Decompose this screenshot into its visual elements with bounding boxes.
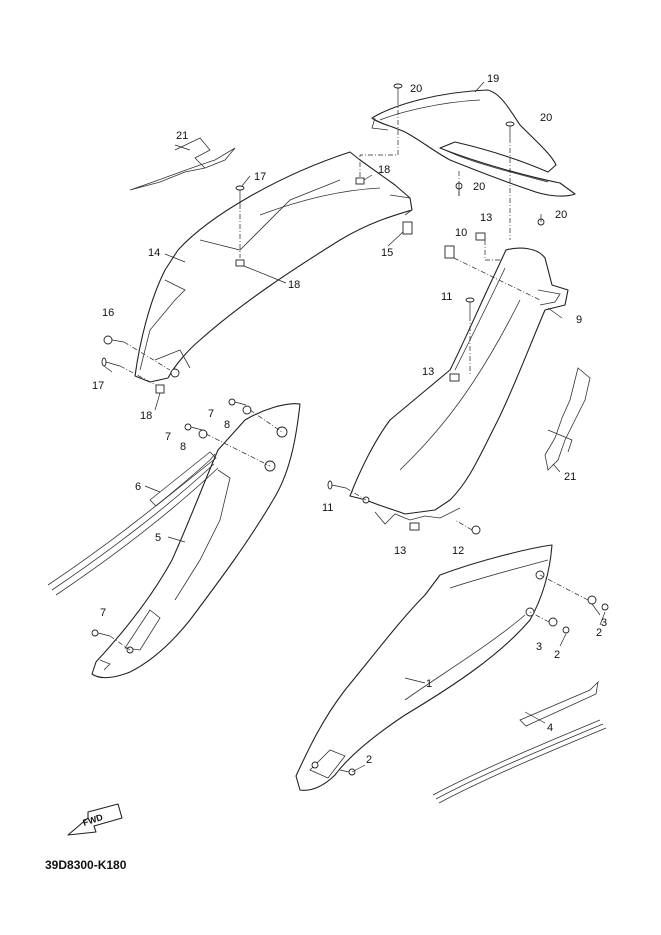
callout-17: 17: [92, 380, 104, 392]
screw-20-b-icon: [505, 121, 515, 138]
callout-18: 18: [288, 279, 300, 291]
part-14-left-side-cover[interactable]: [134, 151, 413, 383]
callout-4: 4: [547, 722, 553, 734]
clip-13-a-icon: [475, 232, 486, 241]
callout-6: 6: [135, 481, 141, 493]
clip-13-c-icon: [409, 522, 420, 531]
callout-17: 17: [254, 171, 266, 183]
part-4-stripe-decal[interactable]: [432, 680, 607, 804]
assembly-lines: [109, 100, 589, 651]
callout-3: 3: [536, 641, 542, 653]
callout-7: 7: [208, 408, 214, 420]
callout-12: 12: [452, 545, 464, 557]
part-5-left-lower-cover[interactable]: [91, 403, 301, 679]
callout-20: 20: [555, 209, 567, 221]
bolt-2-a-icon: [601, 603, 609, 611]
callout-2: 2: [596, 627, 602, 639]
nut-18-a-icon: [355, 177, 365, 185]
nut-18-c-icon: [155, 384, 165, 394]
bolt-16-icon: [103, 335, 125, 345]
bolt-7-a-icon: [228, 398, 247, 406]
washer-3-a-icon: [587, 595, 597, 605]
callout-11: 11: [441, 291, 452, 303]
callout-11: 11: [322, 502, 333, 514]
callout-13: 13: [480, 212, 492, 224]
callout-13: 13: [394, 545, 406, 557]
washer-3-b-icon: [548, 617, 558, 627]
block-10-icon: [444, 245, 455, 259]
callout-8: 8: [224, 419, 230, 431]
screw-20-d-icon: [537, 214, 545, 226]
callout-9: 9: [576, 314, 582, 326]
washer-8-b-icon: [198, 429, 208, 439]
callout-8: 8: [180, 441, 186, 453]
callout-7: 7: [100, 607, 106, 619]
part-9-right-side-cover[interactable]: [349, 247, 569, 525]
callout-labels: 1 2 2 2 3 3 4 5 6 7 7 7 8 8 9 10 11 11 1…: [92, 73, 607, 766]
callout-21: 21: [176, 130, 188, 142]
callout-5: 5: [155, 532, 161, 544]
block-15-icon: [402, 221, 413, 235]
screw-17-a-icon: [235, 185, 245, 204]
part-21-decal-right[interactable]: [544, 367, 591, 471]
bolt-2-b-icon: [562, 626, 570, 634]
callout-2: 2: [554, 649, 560, 661]
clip-13-b-icon: [449, 373, 460, 382]
part-21-decal-left[interactable]: [129, 137, 236, 191]
bolt-2-c-icon: [339, 768, 356, 776]
fwd-arrow-icon: FWD: [67, 803, 123, 836]
callout-3: 3: [601, 617, 607, 629]
screw-11-a-icon: [465, 297, 475, 316]
callout-14: 14: [148, 247, 160, 259]
part-19-rear-cover[interactable]: [371, 89, 576, 197]
leader-lines: [103, 81, 606, 773]
hardware-group: [91, 83, 609, 776]
callout-1: 1: [426, 678, 432, 690]
callout-20: 20: [410, 83, 422, 95]
diagram-code: 39D8300-K180: [45, 858, 127, 872]
callout-10: 10: [455, 227, 467, 239]
callout-7: 7: [165, 431, 171, 443]
callout-20: 20: [540, 112, 552, 124]
screw-11-b-icon: [327, 480, 347, 490]
washer-8-a-icon: [242, 405, 252, 415]
callout-2: 2: [366, 754, 372, 766]
bolt-7-c-icon: [91, 629, 111, 637]
part-1-right-lower-cover[interactable]: [295, 544, 553, 791]
bolt-7-b-icon: [184, 423, 203, 431]
part-6-stripe-decal[interactable]: [47, 451, 219, 596]
screw-17-b-icon: [101, 357, 121, 367]
nut-18-b-icon: [235, 259, 245, 267]
callout-21: 21: [564, 471, 576, 483]
callout-15: 15: [381, 247, 393, 259]
callout-18: 18: [378, 164, 390, 176]
bolt-12-icon: [471, 525, 481, 535]
callout-16: 16: [102, 307, 114, 319]
callout-13: 13: [422, 366, 434, 378]
callout-19: 19: [487, 73, 499, 85]
callout-20: 20: [473, 181, 485, 193]
callout-18: 18: [140, 410, 152, 422]
screw-20-a-icon: [393, 83, 403, 100]
